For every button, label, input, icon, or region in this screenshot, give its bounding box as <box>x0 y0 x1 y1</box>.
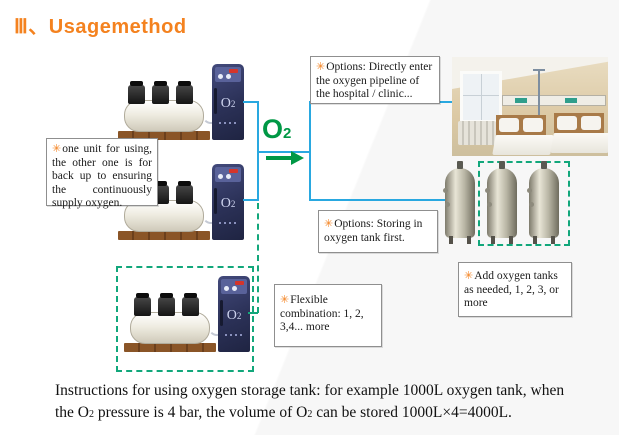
footer-instructions: Instructions for using oxygen storage ta… <box>55 380 600 423</box>
compressor-motor <box>158 293 175 316</box>
wooden-pallet <box>118 231 210 240</box>
photo-hospital-bed <box>550 113 608 155</box>
note-add-tanks: ✳Add oxygen tanks as needed, 1, 2, 3, or… <box>458 262 572 317</box>
control-panel <box>221 279 247 294</box>
tank-ports <box>527 188 532 193</box>
air-hose <box>202 106 220 124</box>
control-panel <box>215 167 241 182</box>
compressor-tank <box>124 100 204 132</box>
compressor-motor <box>134 293 151 316</box>
connector-unit1-out <box>243 101 259 103</box>
oxygen-generator-unit-1: O2 <box>118 64 244 140</box>
asterisk-icon: ✳ <box>464 269 474 282</box>
photo-bedhead-gas-rail <box>502 95 606 106</box>
dashed-connector-vertical <box>257 203 259 313</box>
cabinet-caption <box>219 222 237 224</box>
photo-hospital-bed <box>492 115 554 155</box>
wooden-pallet <box>118 131 210 140</box>
o2-flow-label: O2 <box>262 114 292 144</box>
compressor-motor <box>152 81 169 104</box>
tank-ports <box>485 188 490 193</box>
note-text: Options: Storing in oxygen tank first. <box>324 218 423 244</box>
note-text: Add oxygen tanks as needed, 1, 2, 3, or … <box>464 270 559 310</box>
dashed-connector-stub <box>248 312 258 314</box>
compressor-motor <box>176 181 193 204</box>
air-hose <box>208 318 226 336</box>
note-option-pipeline: ✳Options: Directly enter the oxygen pipe… <box>310 56 440 104</box>
connector-right-vertical <box>309 101 311 201</box>
oxygen-tank-1 <box>443 161 475 244</box>
cabinet-handle <box>214 88 217 114</box>
photo-mattress <box>550 133 608 153</box>
note-text: Options: Directly enter the oxygen pipel… <box>316 61 433 101</box>
cabinet-caption <box>225 334 243 336</box>
cabinet-o2-label: O2 <box>220 96 236 111</box>
cabinet-handle <box>220 300 223 326</box>
asterisk-icon: ✳ <box>52 142 62 155</box>
footer-line-2: the O2 pressure is 4 bar, the volume of … <box>55 403 512 421</box>
oxygen-tank-2 <box>485 161 517 244</box>
oxygen-tank-3 <box>527 161 559 244</box>
photo-headboard <box>496 115 546 135</box>
cabinet-o2-label: O2 <box>226 308 242 323</box>
footer-line-1: Instructions for using oxygen storage ta… <box>55 382 565 399</box>
cabinet-handle <box>214 188 217 214</box>
added-tanks-dashed-box <box>478 161 570 246</box>
asterisk-icon: ✳ <box>280 293 290 306</box>
asterisk-icon: ✳ <box>316 60 326 73</box>
tank-ports <box>443 188 448 193</box>
photo-mattress <box>492 135 554 155</box>
oxygen-generator-unit-3: O2 <box>124 276 250 352</box>
photo-iv-pole <box>533 69 545 143</box>
note-text: Flexible combination: 1, 2, 3,4... more <box>280 294 364 334</box>
control-panel <box>215 67 241 82</box>
compressor-tank <box>130 312 210 344</box>
connector-unit2-out <box>243 199 259 201</box>
o2-concentrator-cabinet: O2 <box>212 64 244 140</box>
page-title: Ⅲ、Usagemethod <box>14 16 187 38</box>
note-flexible-combination: ✳Flexible combination: 1, 2, 3,4... more <box>274 284 382 347</box>
o2-concentrator-cabinet: O2 <box>212 164 244 240</box>
note-backup-unit: ✳one unit for using, the other one is fo… <box>46 138 158 210</box>
photo-radiator <box>458 121 496 145</box>
wooden-pallet <box>124 343 216 352</box>
flow-arrow-head <box>291 151 304 165</box>
note-text: one unit for using, the other one is for… <box>52 143 152 210</box>
connector-to-tanks <box>309 199 445 201</box>
compressor-motor <box>176 81 193 104</box>
compressor-motor <box>128 81 145 104</box>
cabinet-o2-label: O2 <box>220 196 236 211</box>
air-hose <box>202 206 220 224</box>
note-option-storing: ✳Options: Storing in oxygen tank first. <box>318 210 438 253</box>
flow-arrow <box>266 156 292 160</box>
photo-headboard <box>554 113 604 133</box>
compressor-motor <box>182 293 199 316</box>
o2-concentrator-cabinet: O2 <box>218 276 250 352</box>
cabinet-caption <box>219 122 237 124</box>
hospital-room-photo <box>452 57 608 156</box>
connector-middle-horizontal <box>257 151 311 153</box>
expansion-dashed-box <box>116 266 254 372</box>
asterisk-icon: ✳ <box>324 217 334 230</box>
